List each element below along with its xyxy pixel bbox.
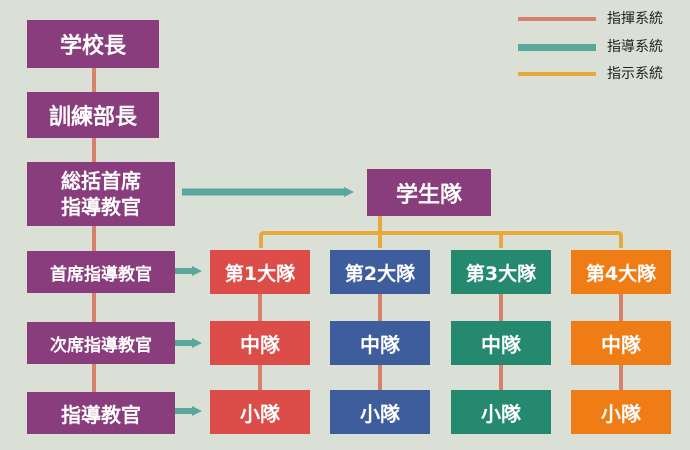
node-battalion-2: 第2大隊: [330, 250, 430, 294]
node-company-2: 中隊: [330, 321, 430, 365]
node-battalion-3: 第3大隊: [451, 250, 551, 294]
legend-label-instruction: 指示系統: [607, 66, 663, 82]
node-instructor: 指導教官: [27, 392, 175, 434]
legend-line-command: [518, 17, 596, 21]
node-company-3: 中隊: [451, 321, 551, 365]
node-chief-instructor-general-line2: 指導教官: [61, 195, 141, 219]
node-battalion-1: 第1大隊: [210, 250, 310, 294]
node-chief-instructor-general-line1: 総括首席: [61, 169, 141, 193]
node-deputy-instructor: 次席指導教官: [27, 322, 175, 364]
node-platoon-3: 小隊: [451, 390, 551, 434]
node-company-4: 中隊: [571, 321, 671, 365]
legend-label-guidance: 指導系統: [607, 39, 663, 55]
legend-line-guidance: [518, 44, 596, 51]
node-platoon-1: 小隊: [210, 390, 310, 434]
node-chief-instructor-general: 総括首席 指導教官: [27, 162, 175, 226]
node-training-director: 訓練部長: [27, 92, 159, 138]
node-battalion-4: 第4大隊: [571, 250, 671, 294]
node-student-corps: 学生隊: [367, 169, 491, 216]
node-company-1: 中隊: [210, 321, 310, 365]
node-platoon-4: 小隊: [571, 390, 671, 434]
node-chief-instructor: 首席指導教官: [27, 251, 175, 293]
node-principal: 学校長: [27, 20, 159, 68]
legend-line-instruction: [518, 72, 596, 76]
legend-label-command: 指揮系統: [607, 11, 663, 27]
node-platoon-2: 小隊: [330, 390, 430, 434]
instruction-bracket: [259, 216, 623, 248]
